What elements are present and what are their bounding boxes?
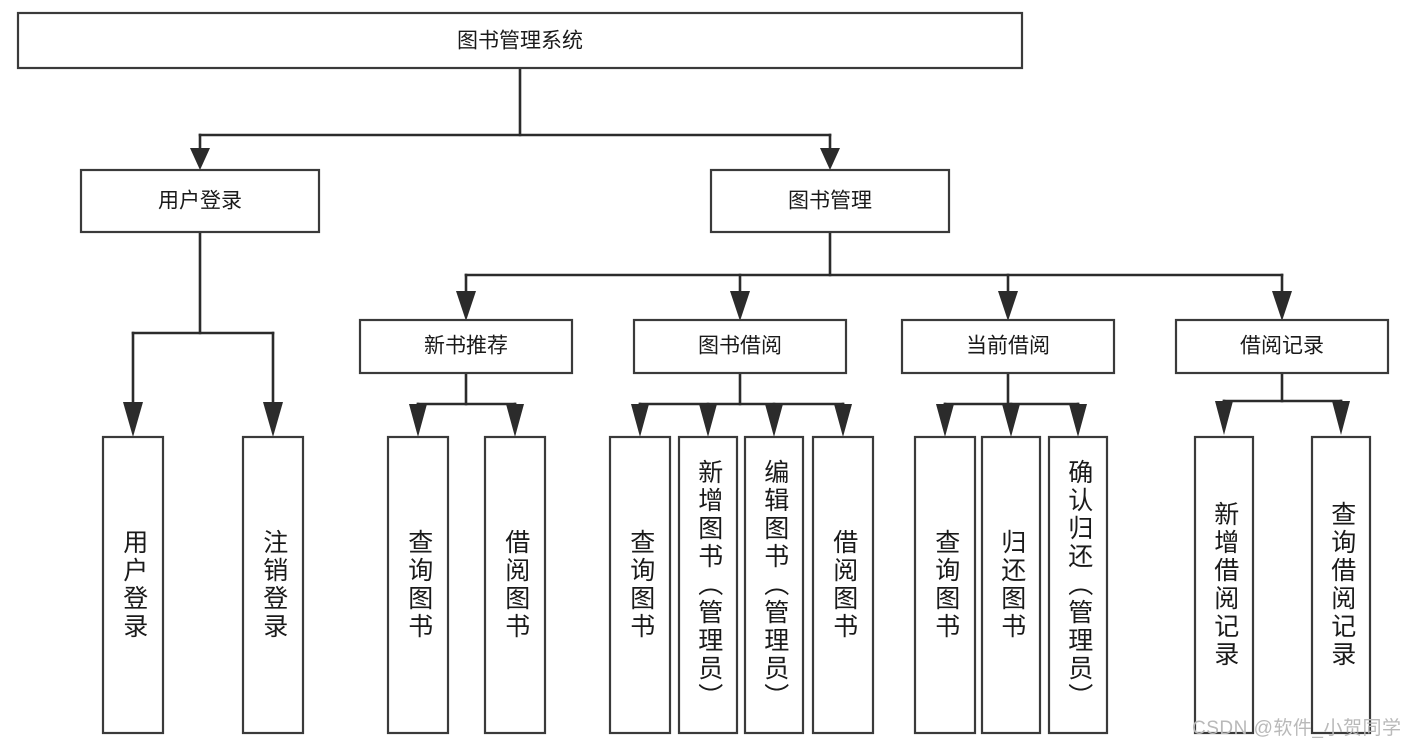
node-leaf-return-book-box[interactable] (980, 435, 1042, 735)
node-leaf-borrow-book-2-box[interactable] (811, 435, 875, 735)
node-leaf-confirm-return-box[interactable] (1047, 435, 1109, 735)
node-leaf-query-book-3-box[interactable] (913, 435, 977, 735)
arrowhead-layer (123, 148, 1350, 437)
arrowhead-new-book-recommend (456, 291, 476, 321)
node-leaf-add-record-box[interactable] (1193, 435, 1255, 735)
node-leaf-add-book-box[interactable] (677, 435, 739, 735)
node-borrow-record[interactable]: 借阅记录 (1174, 318, 1390, 375)
node-book-borrow-box[interactable] (632, 318, 848, 375)
node-leaf-user-logout-box[interactable] (241, 435, 305, 735)
node-leaf-query-book-2-box[interactable] (608, 435, 672, 735)
node-book-borrow-label: 图书借阅 (698, 335, 782, 358)
node-current-borrow-box[interactable] (900, 318, 1116, 375)
node-title-box[interactable] (16, 11, 1024, 70)
arrowhead-current-borrow (998, 291, 1018, 321)
node-book-management-box[interactable] (709, 168, 951, 234)
arrowhead-leaf-borrow-book-1 (506, 404, 524, 437)
node-leaf-query-record-box[interactable] (1310, 435, 1372, 735)
arrowhead-leaf-user-login (123, 402, 143, 437)
node-borrow-record-box[interactable] (1174, 318, 1390, 375)
arrowhead-leaf-query-book-3 (936, 404, 954, 437)
arrowhead-user-login (190, 148, 210, 170)
node-leaf-user-login-box[interactable] (101, 435, 165, 735)
arrowhead-leaf-edit-book (765, 404, 783, 437)
node-leaf-query-book-1-box[interactable] (386, 435, 450, 735)
arrowhead-borrow-record (1272, 291, 1292, 321)
csdn-watermark: CSDN @软件_小贺同学 (1192, 718, 1402, 739)
arrowhead-leaf-add-book (699, 404, 717, 437)
arrowhead-book-management (820, 148, 840, 170)
arrowhead-leaf-add-record (1215, 401, 1233, 435)
node-user-login-box[interactable] (79, 168, 321, 234)
node-book-borrow[interactable]: 图书借阅 (632, 318, 848, 375)
node-new-book-recommend-box[interactable] (358, 318, 574, 375)
arrowhead-leaf-query-book-2 (631, 404, 649, 437)
node-new-book-recommend[interactable]: 新书推荐 (358, 318, 574, 375)
arrowhead-book-borrow (730, 291, 750, 321)
node-current-borrow[interactable]: 当前借阅 (900, 318, 1116, 375)
arrowhead-leaf-confirm-return (1069, 404, 1087, 437)
node-book-management[interactable]: 图书管理 (709, 168, 951, 234)
arrowhead-leaf-user-logout (263, 402, 283, 437)
node-layer: 图书管理系统 用户登录 图书管理 新书推荐 图书借阅 (16, 11, 1390, 735)
arrowhead-leaf-borrow-book-2 (834, 404, 852, 437)
arrowhead-leaf-query-book-1 (409, 404, 427, 437)
arrowhead-leaf-query-record (1332, 401, 1350, 435)
node-title[interactable]: 图书管理系统 (16, 11, 1024, 70)
node-leaf-edit-book-box[interactable] (743, 435, 805, 735)
node-leaf-borrow-book-1-box[interactable] (483, 435, 547, 735)
node-book-management-label: 图书管理 (788, 190, 872, 213)
node-user-login-label: 用户登录 (158, 190, 242, 213)
node-title-label: 图书管理系统 (457, 30, 583, 53)
node-borrow-record-label: 借阅记录 (1240, 335, 1324, 358)
node-user-login[interactable]: 用户登录 (79, 168, 321, 234)
node-current-borrow-label: 当前借阅 (966, 335, 1050, 358)
arrowhead-leaf-return-book (1002, 404, 1020, 437)
node-new-book-recommend-label: 新书推荐 (424, 335, 508, 358)
